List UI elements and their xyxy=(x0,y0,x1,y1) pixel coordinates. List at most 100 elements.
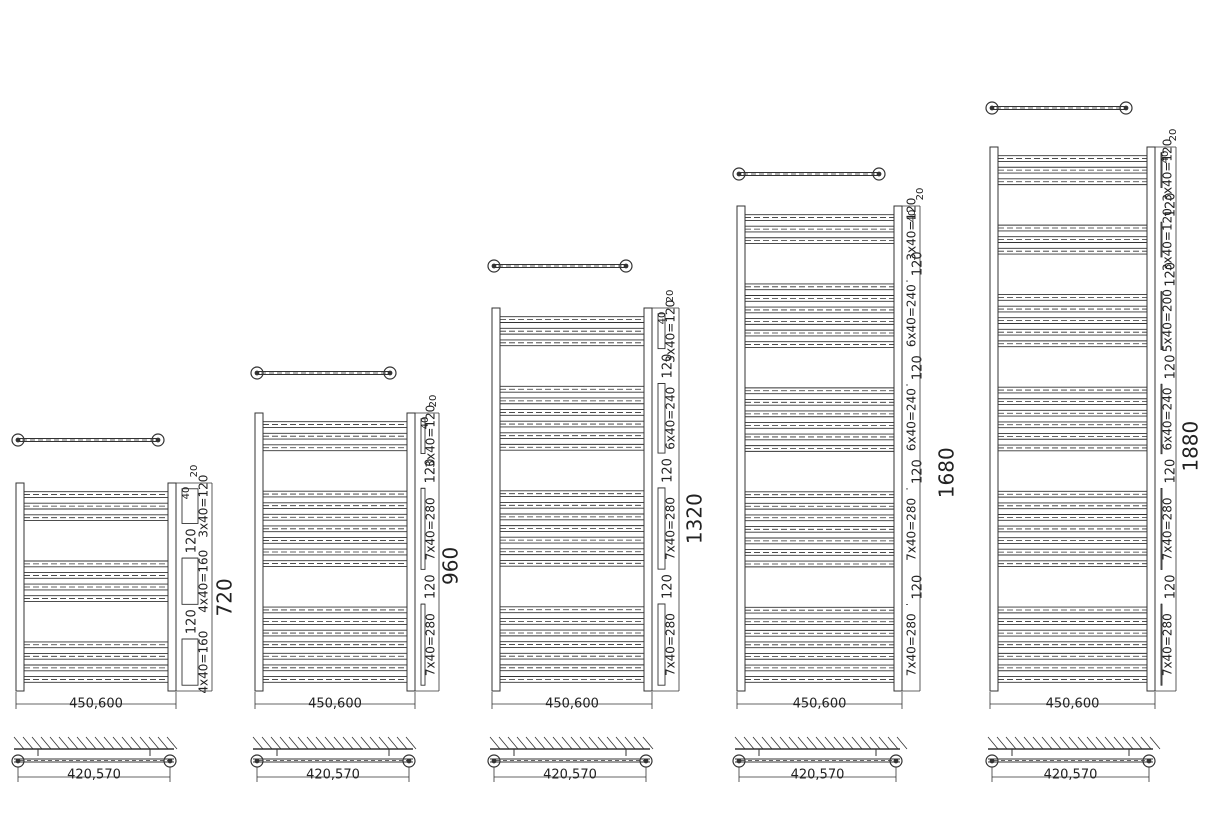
tube xyxy=(998,247,1147,255)
gap-dimension: 120 xyxy=(661,458,676,483)
wall-bracket-icon xyxy=(985,754,999,768)
tube xyxy=(745,445,894,452)
wall-hatch xyxy=(1059,736,1071,750)
tube xyxy=(745,306,894,314)
tube xyxy=(500,606,644,614)
group-dimension: 6x40=240 xyxy=(905,284,919,347)
tube xyxy=(263,513,407,521)
width-dimension: 450,600 xyxy=(989,692,1156,712)
tube xyxy=(998,606,1147,614)
group-dimension: 7x40=280 xyxy=(664,497,678,560)
tube xyxy=(998,317,1147,324)
group-dimension: 6x40=240 xyxy=(1161,388,1175,451)
top-view xyxy=(250,366,397,380)
tube xyxy=(745,502,894,510)
left-collector xyxy=(989,146,999,692)
group-dimension: 6x40=240 xyxy=(905,388,919,451)
front-view xyxy=(254,412,416,692)
tube xyxy=(998,294,1147,301)
right-collector xyxy=(643,307,653,692)
left-collector xyxy=(254,412,264,692)
group-dimension: 4x40=160 xyxy=(197,631,211,694)
width-label: 450,600 xyxy=(308,697,362,712)
wall-hatch xyxy=(369,736,381,750)
wall-hatch xyxy=(588,736,600,750)
wall-hatch xyxy=(288,736,300,750)
tube xyxy=(500,432,644,440)
right-collector xyxy=(167,482,177,692)
tube xyxy=(500,536,644,544)
tube xyxy=(24,595,168,602)
wall-mount-detail: 420,570 xyxy=(487,736,654,783)
wall-hatch xyxy=(252,736,264,750)
gap-dimension: 120 xyxy=(424,459,439,484)
left-collector xyxy=(736,205,746,692)
wall-hatch xyxy=(1077,736,1089,750)
wall-hatch xyxy=(788,736,800,750)
width-label: 450,600 xyxy=(545,697,599,712)
wall-hatch xyxy=(58,736,70,750)
group-dimension: 7x40=280 xyxy=(905,498,919,561)
tube xyxy=(24,514,168,522)
tube xyxy=(263,618,407,625)
gap-dimension: 120 xyxy=(661,574,676,599)
wall-hatch xyxy=(570,736,582,750)
group-dimension: 7x40=280 xyxy=(1161,613,1175,676)
top-offset-40: 40 xyxy=(907,210,918,223)
top-offset-40: 40 xyxy=(1160,151,1171,164)
wall-hatch xyxy=(1014,736,1026,750)
tube xyxy=(500,385,644,393)
tube xyxy=(24,652,168,660)
tube xyxy=(998,409,1147,417)
wall-hatch xyxy=(824,736,836,750)
tube xyxy=(745,237,894,244)
tube xyxy=(745,398,894,406)
top-offset-40: 40 xyxy=(657,312,668,325)
wall-hatch xyxy=(869,736,881,750)
front-view xyxy=(15,482,177,692)
wall-hatch xyxy=(166,736,178,750)
wall-hatch xyxy=(261,736,273,750)
tube xyxy=(745,537,894,545)
wall-hatch xyxy=(396,736,408,750)
tube xyxy=(745,433,894,441)
group-box xyxy=(181,557,199,605)
group-dimension: 3x40=120 xyxy=(664,300,678,363)
gap-dimension: 120 xyxy=(1164,262,1179,287)
wall-hatch xyxy=(1113,736,1125,750)
wall-bracket-icon xyxy=(1119,101,1133,115)
width-dimension: 450,600 xyxy=(736,692,903,712)
tube xyxy=(998,340,1147,348)
wall-hatch xyxy=(387,736,399,750)
group-dimension: 7x40=280 xyxy=(905,613,919,676)
tube xyxy=(500,339,644,347)
wall-hatch xyxy=(833,736,845,750)
wall-hatch xyxy=(351,736,363,750)
gap-dimension: 120 xyxy=(911,355,926,380)
top-view xyxy=(487,259,633,273)
tube xyxy=(745,676,894,683)
top-offset-20: 20 xyxy=(189,465,200,478)
group-dimension: 3x40=120 xyxy=(1161,139,1175,202)
group-box xyxy=(1160,487,1163,570)
tube xyxy=(24,664,168,672)
front-view xyxy=(491,307,653,692)
tube xyxy=(745,653,894,660)
group-box xyxy=(181,638,199,686)
top-view xyxy=(11,433,165,447)
group-box xyxy=(420,418,426,454)
wall-hatch xyxy=(525,736,537,750)
tube xyxy=(263,606,407,614)
wall-mount-detail: 420,570 xyxy=(732,736,908,783)
group-dimension: 3x40=120 xyxy=(424,405,438,468)
group-box xyxy=(181,488,199,524)
wall-bracket-icon xyxy=(732,754,746,768)
tube xyxy=(998,676,1147,683)
top-offset-20: 20 xyxy=(665,290,676,303)
width-label: 450,600 xyxy=(1046,697,1100,712)
dimension-chain: 3x40=1201206x40=2401207x40=2801207x40=28… xyxy=(652,290,707,692)
tube xyxy=(500,327,644,335)
wall-hatch xyxy=(1131,736,1143,750)
wall-hatch xyxy=(121,736,133,750)
tube xyxy=(263,629,407,637)
